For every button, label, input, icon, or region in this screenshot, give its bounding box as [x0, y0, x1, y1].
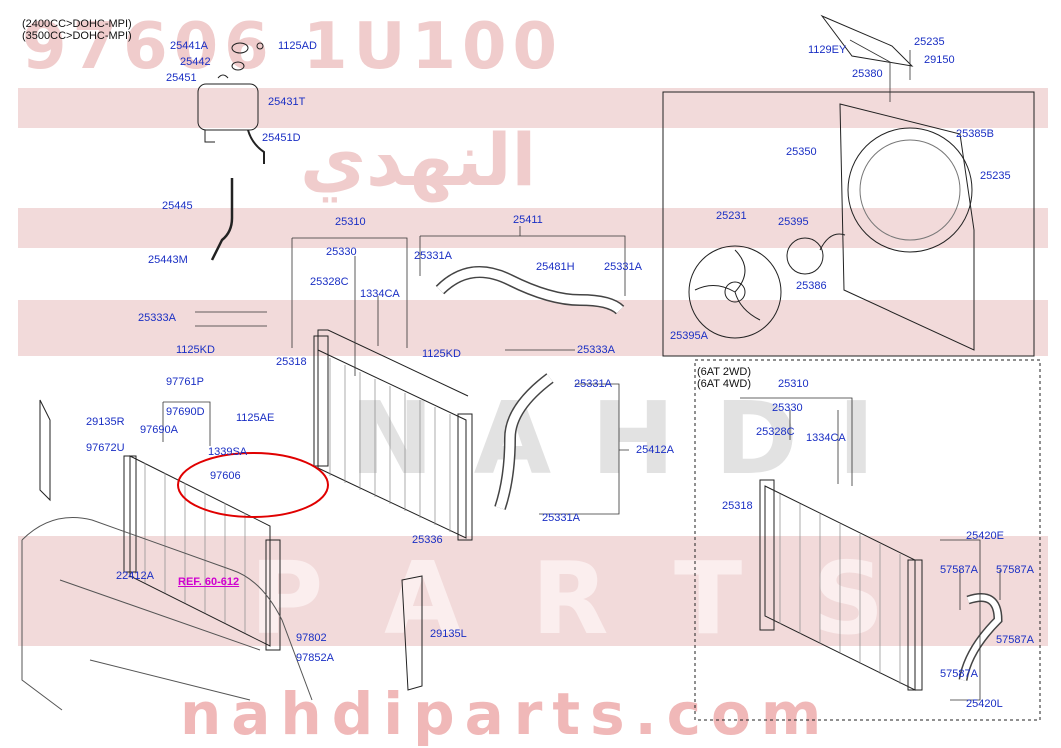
part-label[interactable]: 25350 — [786, 146, 817, 158]
part-label[interactable]: 1129EY — [808, 44, 847, 56]
part-label[interactable]: 29150 — [924, 54, 955, 66]
watermark-parts: PARTS — [250, 540, 955, 657]
part-label[interactable]: 29135R — [86, 416, 125, 428]
part-label[interactable]: 25331A — [414, 250, 452, 262]
variant-note-1: (6AT 2WD) — [697, 366, 751, 378]
part-label[interactable]: 25420L — [966, 698, 1003, 710]
part-label[interactable]: 25395A — [670, 330, 708, 342]
part-label[interactable]: 25385B — [956, 128, 994, 140]
part-label[interactable]: 97690A — [140, 424, 178, 436]
part-label[interactable]: 25386 — [796, 280, 827, 292]
part-label[interactable]: 1339SA — [208, 446, 248, 458]
part-label[interactable]: 57587A — [996, 564, 1034, 576]
watermark-part-number: 97606 1U100 — [22, 10, 564, 84]
part-label[interactable]: 57587A — [996, 634, 1034, 646]
part-label[interactable]: 25330 — [772, 402, 803, 414]
part-label[interactable]: 25431T — [268, 96, 306, 108]
engine-note-2: (3500CC>DOHC-MPI) — [22, 30, 132, 42]
watermark-band-2 — [18, 208, 1048, 248]
variant-box — [694, 359, 1041, 721]
part-label[interactable]: 25411 — [513, 214, 543, 226]
part-label[interactable]: 97606 — [210, 470, 241, 482]
part-label[interactable]: 25441A — [170, 40, 208, 52]
part-label[interactable]: 25336 — [412, 534, 443, 546]
watermark-band-4 — [18, 536, 1048, 646]
part-label[interactable]: 25395 — [778, 216, 809, 228]
diagram-drawing — [21, 14, 1041, 721]
part-label[interactable]: 25235 — [980, 170, 1011, 182]
variant-note-2: (6AT 4WD) — [697, 378, 751, 390]
part-label[interactable]: 25333A — [138, 312, 176, 324]
part-label[interactable]: 97802 — [296, 632, 327, 644]
part-label[interactable]: 1125AE — [236, 412, 275, 424]
part-label[interactable]: 25331A — [604, 261, 642, 273]
part-label[interactable]: 1125KD — [176, 344, 215, 356]
part-label[interactable]: 25412A — [636, 444, 674, 456]
part-label[interactable]: 25235 — [914, 36, 945, 48]
watermark-band-1 — [18, 88, 1048, 128]
part-label[interactable]: 97761P — [166, 376, 204, 388]
watermark-nahdi: NAHDI — [350, 380, 915, 497]
part-label[interactable]: 25318 — [722, 500, 753, 512]
part-label[interactable]: 25420E — [966, 530, 1004, 542]
part-label[interactable]: 25442 — [180, 56, 211, 68]
part-label[interactable]: 57587A — [940, 564, 978, 576]
part-label[interactable]: 1334CA — [360, 288, 400, 300]
engine-note-1: (2400CC>DOHC-MPI) — [22, 18, 132, 30]
part-label[interactable]: 97672U — [86, 442, 125, 454]
part-label[interactable]: 25331A — [574, 378, 612, 390]
part-label[interactable]: 22412A — [116, 570, 154, 582]
part-label[interactable]: 97852A — [296, 652, 334, 664]
part-label[interactable]: 25443M — [148, 254, 188, 266]
part-label[interactable]: 25310 — [778, 378, 809, 390]
reference-link[interactable]: REF. 60-612 — [178, 576, 240, 588]
part-label[interactable]: 25328C — [756, 426, 795, 438]
part-label[interactable]: 25310 — [335, 216, 366, 228]
part-label[interactable]: 25331A — [542, 512, 580, 524]
parts-diagram: 97606 1U100 النهدي NAHDI PARTS nahdipart… — [18, 10, 1048, 748]
part-label[interactable]: 25451 — [166, 72, 197, 84]
part-label[interactable]: 57587A — [940, 668, 978, 680]
part-label[interactable]: 25380 — [852, 68, 883, 80]
part-label[interactable]: 29135L — [430, 628, 467, 640]
part-label[interactable]: 1334CA — [806, 432, 846, 444]
part-label[interactable]: 1125AD — [278, 40, 317, 52]
watermark-band-3 — [18, 300, 1048, 356]
part-label[interactable]: 1125KD — [422, 348, 461, 360]
part-label[interactable]: 25481H — [536, 261, 575, 273]
watermark-arabic: النهدي — [300, 118, 537, 202]
part-label[interactable]: 25445 — [162, 200, 193, 212]
part-label[interactable]: 97690D — [166, 406, 205, 418]
part-label[interactable]: 25451D — [262, 132, 301, 144]
highlight-ellipse — [177, 452, 329, 518]
part-label[interactable]: 25333A — [577, 344, 615, 356]
part-label[interactable]: 25318 — [276, 356, 307, 368]
part-label[interactable]: 25231 — [716, 210, 747, 222]
fan-assembly-box — [662, 91, 1035, 357]
part-label[interactable]: 25328C — [310, 276, 349, 288]
part-label[interactable]: 25330 — [326, 246, 357, 258]
